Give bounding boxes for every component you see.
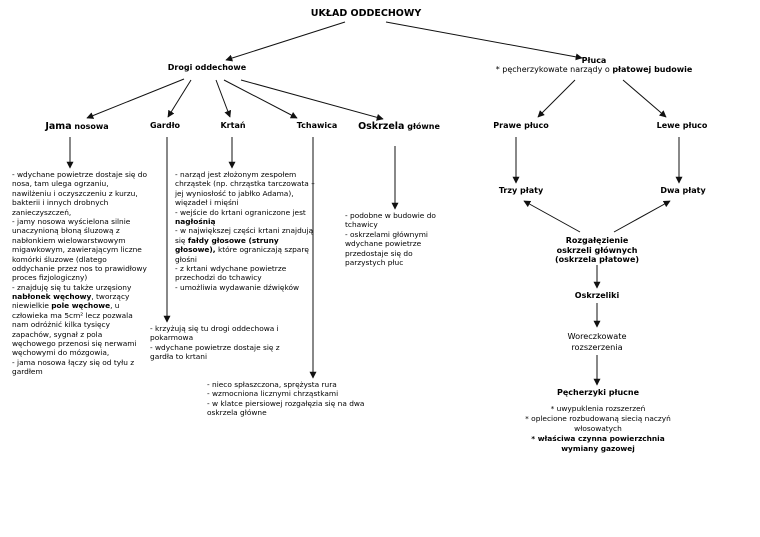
node-trzy-platy: Trzy płaty [498, 186, 544, 195]
krtan-note-line: - narząd jest złożonym zespołem chrząste… [175, 170, 315, 208]
arrow-rozgalezienie-to-trzy [523, 200, 581, 233]
arrow-pluca-to-prawe [537, 79, 576, 118]
node-dwa-platy: Dwa płaty [660, 186, 706, 195]
jama-note-line: - wdychane powietrze dostaje się do nosa… [12, 170, 147, 217]
krtan-note-bold-term: nagłośnią [175, 216, 216, 226]
node-pluca: Płuca [581, 56, 607, 65]
jama-note-text: - jama nosowa łączy się od tyłu z gardłe… [12, 357, 135, 377]
krtan-note-line: - wejście do krtani ograniczone jest nag… [175, 208, 315, 227]
pecherzyki-note-line: * uwypuklenia rozszerzeń [550, 404, 646, 413]
node-tchawica: Tchawica [296, 121, 338, 130]
node-oskrzela-glowne: Oskrzela główne [358, 121, 440, 132]
krtan-note-text: - w największej części krtani znajdują s… [175, 226, 314, 245]
krtan-note-line: - w największej części krtani znajdują s… [175, 226, 315, 264]
tchawica-note-line: - wzmocniona licznymi chrząstkami [207, 389, 339, 399]
note-tchawica: - nieco spłaszczona, sprężysta rura- wzm… [207, 380, 372, 418]
node-rozgalezienie: Rozgałęzienie oskrzeli głównych (oskrzel… [554, 236, 640, 265]
jama-note-text: - jamy nosowa wyścielona silnie unaczyni… [12, 216, 147, 283]
note-gardlo: - krzyżują się tu drogi oddechowa i poka… [150, 324, 285, 362]
node-jama-nosowa: Jama nosowa [45, 121, 108, 132]
arrow-title-to-pluca [385, 21, 583, 61]
node-krtan: Krtań [220, 121, 246, 130]
node-oskrzeliki: Oskrzeliki [574, 291, 620, 300]
gardlo-note-line: - wdychane powietrze dostaje się z gardł… [150, 342, 280, 362]
jama-note-text: , tworzący niewielkie [12, 292, 130, 311]
node-pecherzyki-plucne: Pęcherzyki płucne [556, 388, 640, 397]
arrow-rozgalezienie-to-dwa [613, 200, 671, 233]
node-woreczkowate-rozszerzenia: Woreczkowate rozszerzenia [567, 331, 627, 352]
note-oskrzela-glowne: - podobne w budowie do tchawicy- oskrzel… [345, 211, 445, 267]
oskrzela-label-rest: główne [404, 122, 440, 131]
arrow-drogi-to-krtan [215, 79, 232, 118]
node-lewe-pluco: Lewe płuco [656, 121, 708, 130]
note-jama-nosowa: - wdychane powietrze dostaje się do nosa… [12, 170, 147, 377]
krtan-note-line: - umożliwia wydawanie dźwięków [175, 283, 315, 292]
node-drogi-oddechowe: Drogi oddechowe [167, 63, 247, 72]
oskrzela-label-bold: Oskrzela [358, 121, 405, 132]
jama-note-line: - znajduję się tu także urzęsiony nabłon… [12, 283, 147, 358]
krtan-note-bold-term: fałdy głosowe (struny głosowe), [175, 235, 279, 255]
diagram-title: UKŁAD ODDECHOWY [310, 8, 422, 19]
jama-note-text: , u człowieka ma 5cm² lecz pozwala nam o… [12, 301, 137, 358]
pluca-subtitle: * pęcherzykowate narządy o płatowej budo… [496, 65, 693, 75]
tchawica-note-line: - w klatce piersiowej rozgałęzia się na … [207, 398, 365, 418]
arrow-drogi-to-tchawica [223, 79, 298, 119]
arrow-title-to-drogi [225, 21, 346, 62]
krtan-note-text: które ograniczają szparę głośni [175, 245, 309, 264]
jama-note-bold-term: pole węchowe [51, 301, 111, 311]
oskrzela-note-line: - podobne w budowie do tchawicy [345, 211, 436, 230]
krtan-note-text: - narząd jest złożonym zespołem chrząste… [175, 170, 315, 208]
node-gardlo: Gardło [149, 121, 181, 130]
jama-label-rest: nosowa [71, 122, 109, 131]
jama-note-bold-term: nabłonek węchowy [12, 292, 92, 302]
pecherzyki-note-line: * oplecione rozbudowaną siecią naczyń wł… [525, 414, 671, 433]
tchawica-note-line: - nieco spłaszczona, sprężysta rura [207, 380, 337, 389]
krtan-note-line: - z krtani wdychane powietrze przechodzi… [175, 264, 315, 283]
jama-note-line: - jamy nosowa wyścielona silnie unaczyni… [12, 217, 147, 283]
note-pecherzyki: * uwypuklenia rozszerzeń* oplecione rozb… [522, 404, 674, 454]
arrow-drogi-to-gardlo [167, 79, 192, 118]
pluca-subtitle-bold: płatowej budowie [612, 65, 693, 74]
krtan-note-text: - wejście do krtani ograniczone jest [175, 207, 306, 217]
pecherzyki-note-line: * właściwa czynna powierzchnia wymiany g… [531, 434, 665, 453]
pluca-subtitle-prefix: * pęcherzykowate narządy o [495, 65, 613, 74]
jama-label-bold: Jama [45, 121, 72, 132]
jama-note-text: - znajduję się tu także urzęsiony [12, 282, 132, 292]
arrow-drogi-to-jama [86, 78, 185, 119]
gardlo-note-line: - krzyżują się tu drogi oddechowa i poka… [150, 324, 279, 343]
node-prawe-pluco: Prawe płuco [493, 121, 549, 130]
arrow-drogi-to-oskrzela [240, 79, 384, 121]
krtan-note-text: - z krtani wdychane powietrze przechodzi… [175, 263, 287, 283]
note-krtan: - narząd jest złożonym zespołem chrząste… [175, 170, 315, 292]
jama-note-text: - wdychane powietrze dostaje się do nosa… [12, 170, 148, 217]
krtan-note-text: - umożliwia wydawanie dźwięków [175, 282, 300, 292]
oskrzela-note-line: - oskrzelami głównymi wdychane powietrze… [345, 229, 428, 267]
arrow-pluca-to-lewe [622, 79, 667, 118]
jama-note-line: - jama nosowa łączy się od tyłu z gardłe… [12, 358, 147, 377]
